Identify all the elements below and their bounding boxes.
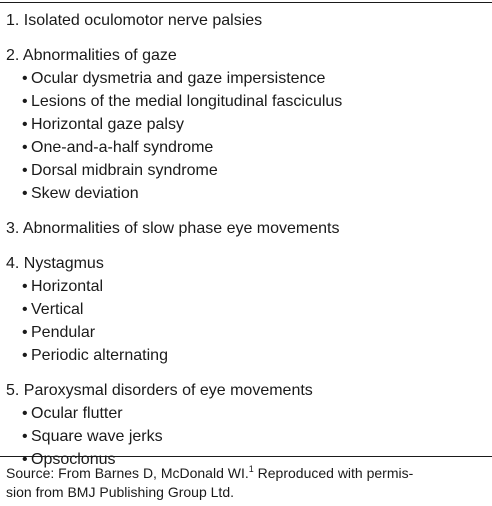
source-prefix: Source: From Barnes D, McDonald WI. [6, 465, 249, 481]
reference-marker: 1 [248, 464, 254, 474]
bullet-icon: • [22, 116, 28, 133]
list-section: 5. Paroxysmal disorders of eye movements… [6, 379, 488, 471]
source-line1-rest: Reproduced with permis- [253, 465, 414, 481]
section-heading: 5. Paroxysmal disorders of eye movements [6, 382, 313, 399]
list-item-text: Pendular [31, 324, 96, 341]
list-item: •Opsoclonus [22, 448, 488, 471]
list-item: •Horizontal gaze palsy [22, 113, 488, 136]
list-item-text: Vertical [31, 301, 84, 318]
list-item-text: Square wave jerks [31, 428, 163, 445]
table-body: 1. Isolated oculomotor nerve palsies 2. A… [6, 9, 488, 483]
list-item-text: Lesions of the medial longitudinal fasci… [31, 93, 343, 110]
list-item: •Pendular [22, 321, 488, 344]
source-note: Source: From Barnes D, McDonald WI.1 Rep… [6, 464, 486, 502]
list-item-text: Dorsal midbrain syndrome [31, 162, 218, 179]
bullet-icon: • [22, 347, 28, 364]
list-item-text: Opsoclonus [31, 451, 116, 468]
bottom-rule [0, 456, 492, 457]
list-section: 2. Abnormalities of gaze•Ocular dysmetri… [6, 44, 488, 205]
bullet-icon: • [22, 70, 28, 87]
bullet-icon: • [22, 428, 28, 445]
list-item-text: Horizontal [31, 278, 104, 295]
sub-list: •Ocular dysmetria and gaze impersistence… [6, 67, 488, 205]
list-item-text: Skew deviation [31, 185, 139, 202]
list-item: •Ocular dysmetria and gaze impersistence [22, 67, 488, 90]
list-section: 3. Abnormalities of slow phase eye movem… [6, 217, 488, 240]
list-item: •Skew deviation [22, 182, 488, 205]
bullet-icon: • [22, 278, 28, 295]
list-item-text: Ocular dysmetria and gaze impersistence [31, 70, 326, 87]
section-heading: 3. Abnormalities of slow phase eye movem… [6, 220, 340, 237]
bullet-icon: • [22, 162, 28, 179]
list-item: •Ocular flutter [22, 402, 488, 425]
bullet-icon: • [22, 185, 28, 202]
source-line2: sion from BMJ Publishing Group Ltd. [6, 484, 234, 500]
sub-list: •Ocular flutter•Square wave jerks•Opsocl… [6, 402, 488, 471]
bullet-icon: • [22, 93, 28, 110]
list-item: •Horizontal [22, 275, 488, 298]
sub-list: •Horizontal•Vertical•Pendular•Periodic a… [6, 275, 488, 367]
bullet-icon: • [22, 405, 28, 422]
section-heading: 2. Abnormalities of gaze [6, 47, 177, 64]
list-item: •Vertical [22, 298, 488, 321]
list-item-text: Periodic alternating [31, 347, 168, 364]
list-item: •Square wave jerks [22, 425, 488, 448]
section-heading: 1. Isolated oculomotor nerve palsies [6, 12, 263, 29]
list-item: •Lesions of the medial longitudinal fasc… [22, 90, 488, 113]
list-section: 4. Nystagmus•Horizontal•Vertical•Pendula… [6, 252, 488, 367]
bullet-icon: • [22, 139, 28, 156]
list-item: •One-and-a-half syndrome [22, 136, 488, 159]
section-heading: 4. Nystagmus [6, 255, 104, 272]
list-item-text: Ocular flutter [31, 405, 123, 422]
list-item: •Periodic alternating [22, 344, 488, 367]
list-item: •Dorsal midbrain syndrome [22, 159, 488, 182]
top-rule [0, 2, 492, 3]
bullet-icon: • [22, 324, 28, 341]
bullet-icon: • [22, 451, 28, 468]
bullet-icon: • [22, 301, 28, 318]
list-section: 1. Isolated oculomotor nerve palsies [6, 9, 488, 32]
list-item-text: Horizontal gaze palsy [31, 116, 184, 133]
list-item-text: One-and-a-half syndrome [31, 139, 214, 156]
